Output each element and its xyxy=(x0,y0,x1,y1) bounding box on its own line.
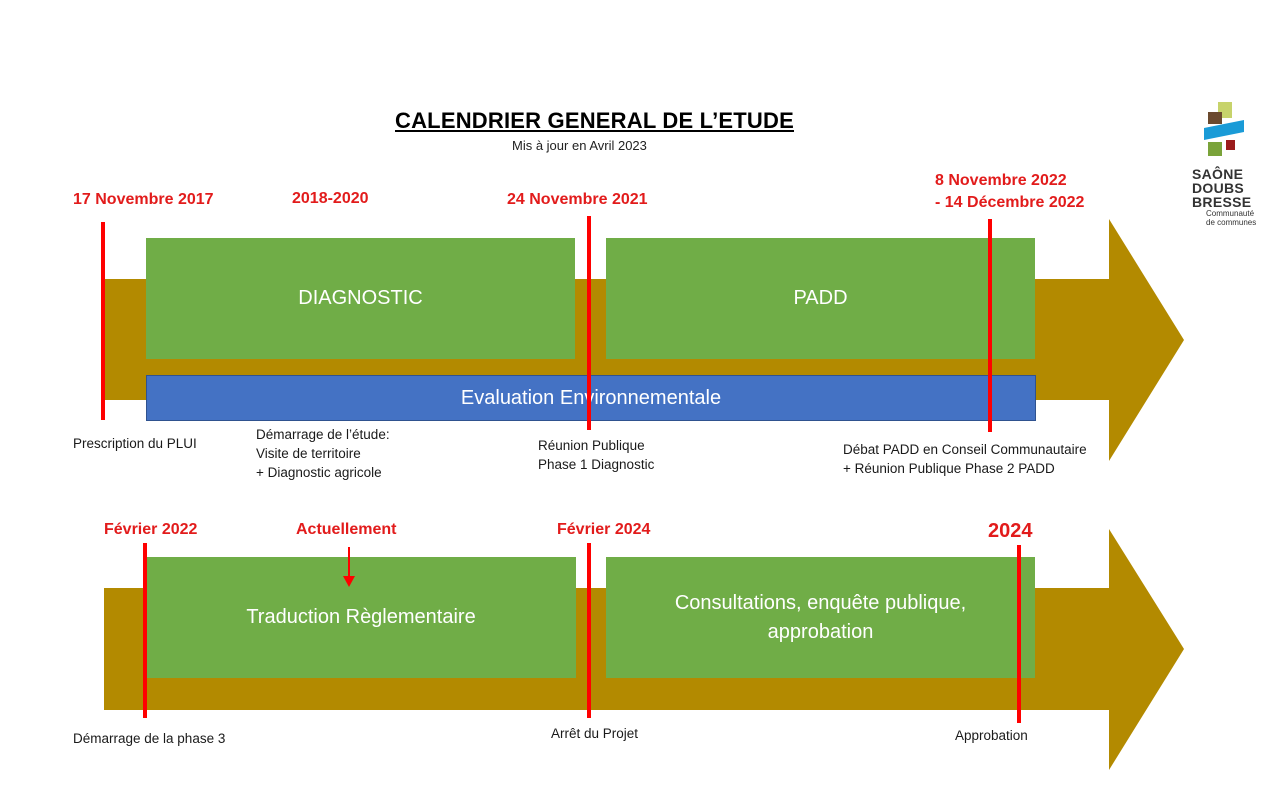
phase-consultations-line2: approbation xyxy=(767,620,874,643)
note-line: + Réunion Publique Phase 2 PADD xyxy=(843,461,1055,476)
date-2018-2020: 2018-2020 xyxy=(292,190,369,207)
date-14-decembre-2022: - 14 Décembre 2022 xyxy=(935,194,1085,211)
note-approbation: Approbation xyxy=(955,728,1028,743)
logo-mark-icon xyxy=(1204,102,1244,156)
marker-line-fevrier-2024 xyxy=(587,543,591,718)
phase-diagnostic: DIAGNOSTIC xyxy=(146,238,575,359)
note-demarrage-etude: Démarrage de l’étude: Visite de territoi… xyxy=(256,425,390,482)
phase-consultations-line1: Consultations, enquête publique, xyxy=(674,591,967,614)
arrow-down-icon xyxy=(343,547,355,587)
marker-line-2021 xyxy=(587,216,591,430)
logo-sub-1: Communauté xyxy=(1206,209,1255,218)
date-fevrier-2022: Février 2022 xyxy=(104,521,198,538)
note-reunion-publique-phase1: Réunion Publique Phase 1 Diagnostic xyxy=(538,436,654,474)
page-subtitle: Mis à jour en Avril 2023 xyxy=(512,138,647,153)
note-prescription-plui: Prescription du PLUI xyxy=(73,436,197,451)
note-line: Débat PADD en Conseil Communautaire xyxy=(843,442,1087,457)
logo: SAÔNE DOUBS BRESSE Communauté de commune… xyxy=(1192,102,1262,227)
marker-line-2024 xyxy=(1017,545,1021,723)
logo-sub-2: de communes xyxy=(1206,218,1257,227)
note-arret-projet: Arrêt du Projet xyxy=(551,726,639,741)
logo-line-3: BRESSE xyxy=(1192,194,1252,210)
note-line: Visite de territoire xyxy=(256,446,361,461)
marker-line-2017 xyxy=(101,222,105,420)
logo-line-1: SAÔNE xyxy=(1192,166,1244,182)
phase-traduction-reglementaire: Traduction Règlementaire xyxy=(146,557,576,678)
date-fevrier-2024: Février 2024 xyxy=(557,521,651,538)
marker-line-fevrier-2022 xyxy=(143,543,147,718)
note-line: Réunion Publique xyxy=(538,438,645,453)
phase-padd: PADD xyxy=(606,238,1035,359)
date-8-novembre-2022: 8 Novembre 2022 xyxy=(935,172,1067,189)
phase-evaluation-environnementale: Evaluation Environnementale xyxy=(146,375,1036,421)
page-title: CALENDRIER GENERAL DE L’ETUDE xyxy=(395,108,794,133)
date-2024: 2024 xyxy=(988,520,1033,542)
marker-line-2022 xyxy=(988,219,992,432)
note-demarrage-phase3: Démarrage de la phase 3 xyxy=(73,731,226,746)
date-17-novembre-2017: 17 Novembre 2017 xyxy=(73,191,214,208)
label-actuellement: Actuellement xyxy=(296,521,397,538)
note-debat-padd: Débat PADD en Conseil Communautaire + Ré… xyxy=(843,440,1087,478)
note-line: Démarrage de l’étude: xyxy=(256,427,390,442)
date-24-novembre-2021: 24 Novembre 2021 xyxy=(507,191,648,208)
note-line: Phase 1 Diagnostic xyxy=(538,457,655,472)
logo-line-2: DOUBS xyxy=(1192,180,1245,196)
phase-consultations: Consultations, enquête publique, approba… xyxy=(606,557,1035,678)
note-line: + Diagnostic agricole xyxy=(256,465,382,480)
